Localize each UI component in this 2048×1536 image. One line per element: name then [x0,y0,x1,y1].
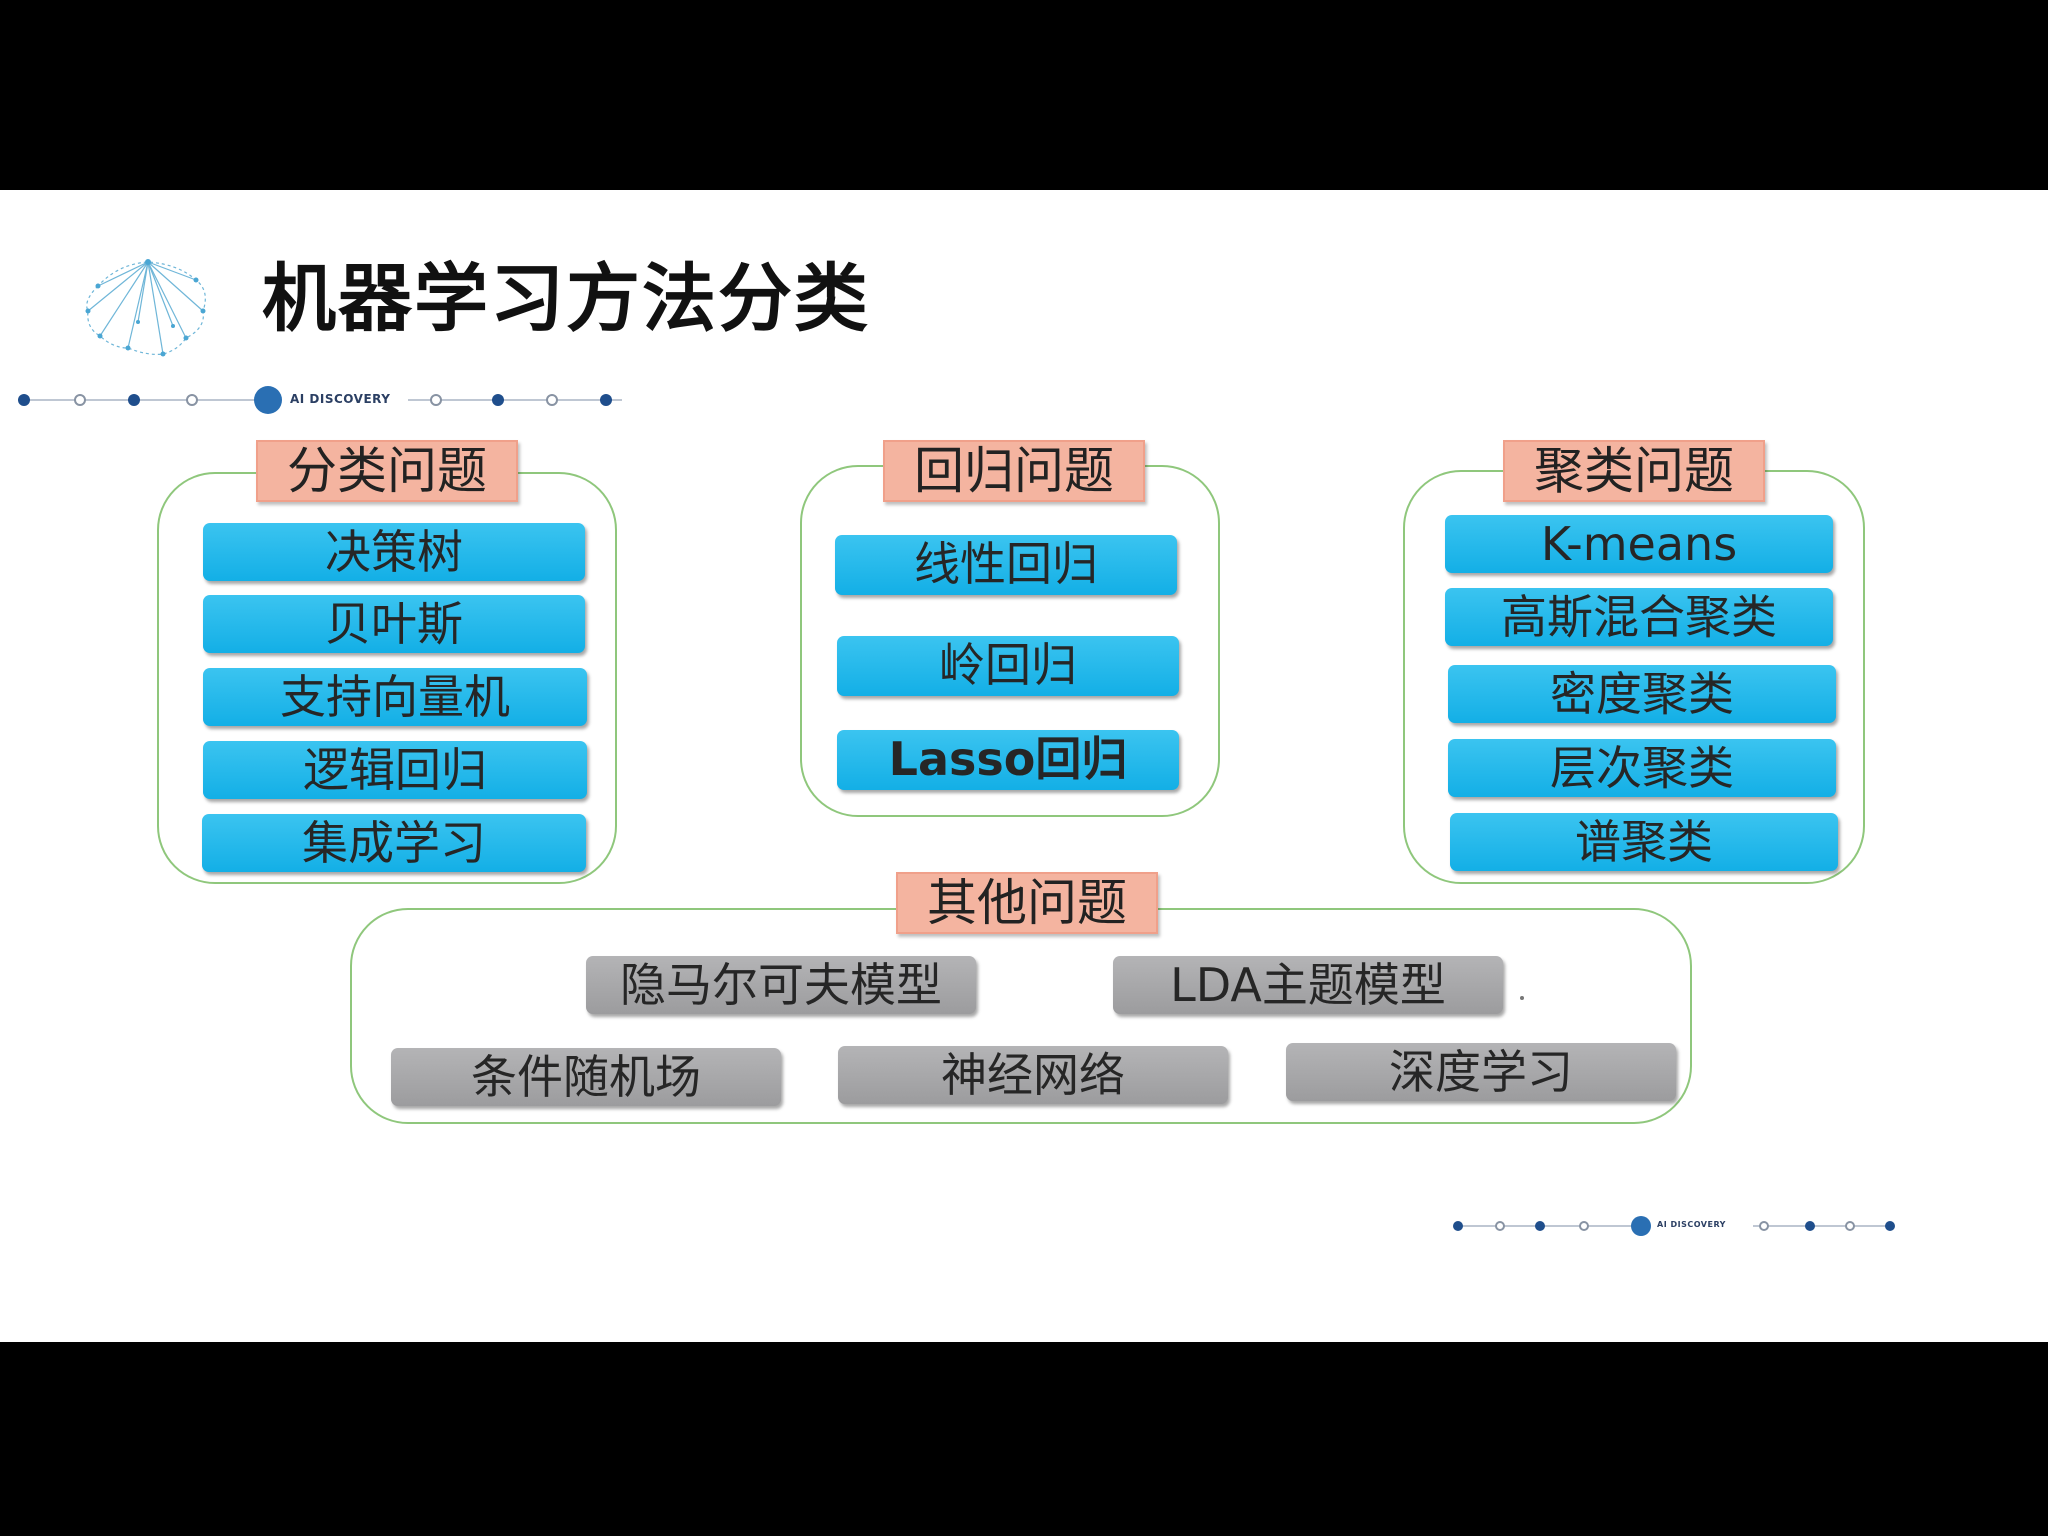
brand-label-footer: AI DISCOVERY [1657,1220,1726,1229]
strip-dot [1759,1221,1769,1231]
brand-label: AI DISCOVERY [290,392,391,406]
stray-dot [1520,996,1524,1000]
ai-discovery-badge-icon [1631,1216,1651,1236]
ai-discovery-badge-icon [254,386,282,414]
strip-dot [1845,1221,1855,1231]
strip-dot [74,394,86,406]
strip-dot [1495,1221,1505,1231]
header-dot-strip: AI DISCOVERY [18,385,622,415]
regression-group-label: 回归问题 [883,440,1145,502]
classification-group-label: 分类问题 [256,440,518,502]
strip-dot [1885,1221,1895,1231]
strip-dot [18,394,30,406]
method-hidden-markov-model: 隐马尔可夫模型 [586,956,976,1014]
method-k-means: K-means [1445,515,1833,573]
strip-dot [546,394,558,406]
method-naive-bayes: 贝叶斯 [203,595,585,653]
method-logistic-regression: 逻辑回归 [203,741,587,799]
method-svm: 支持向量机 [203,668,587,726]
page-title: 机器学习方法分类 [262,256,870,342]
slide: 机器学习方法分类 AI DISCOVERY 分类问题 决策树 贝叶斯 支持向量机… [0,190,2048,1342]
method-decision-tree: 决策树 [203,523,585,581]
footer-dot-strip: AI DISCOVERY [1453,1211,1903,1241]
method-density-clustering: 密度聚类 [1448,665,1836,723]
strip-dot [186,394,198,406]
method-spectral-clustering: 谱聚类 [1450,813,1838,871]
method-lda-topic-model: LDA主题模型 [1113,956,1503,1014]
strip-dot [492,394,504,406]
strip-dot [1579,1221,1589,1231]
brain-network-icon [85,259,206,357]
strip-dot [128,394,140,406]
method-deep-learning: 深度学习 [1286,1043,1676,1101]
strip-dot [1535,1221,1545,1231]
strip-dot [1453,1221,1463,1231]
strip-dot [1805,1221,1815,1231]
other-group-label: 其他问题 [896,872,1158,934]
method-conditional-random-field: 条件随机场 [391,1048,781,1106]
method-gaussian-mixture: 高斯混合聚类 [1445,588,1833,646]
strip-dot [600,394,612,406]
method-ensemble-learning: 集成学习 [202,814,586,872]
method-neural-network: 神经网络 [838,1046,1228,1104]
method-linear-regression: 线性回归 [835,535,1177,595]
method-hierarchical-clustering: 层次聚类 [1448,739,1836,797]
strip-dot [430,394,442,406]
method-lasso-regression: Lasso回归 [837,730,1179,790]
clustering-group-label: 聚类问题 [1503,440,1765,502]
method-ridge-regression: 岭回归 [837,636,1179,696]
